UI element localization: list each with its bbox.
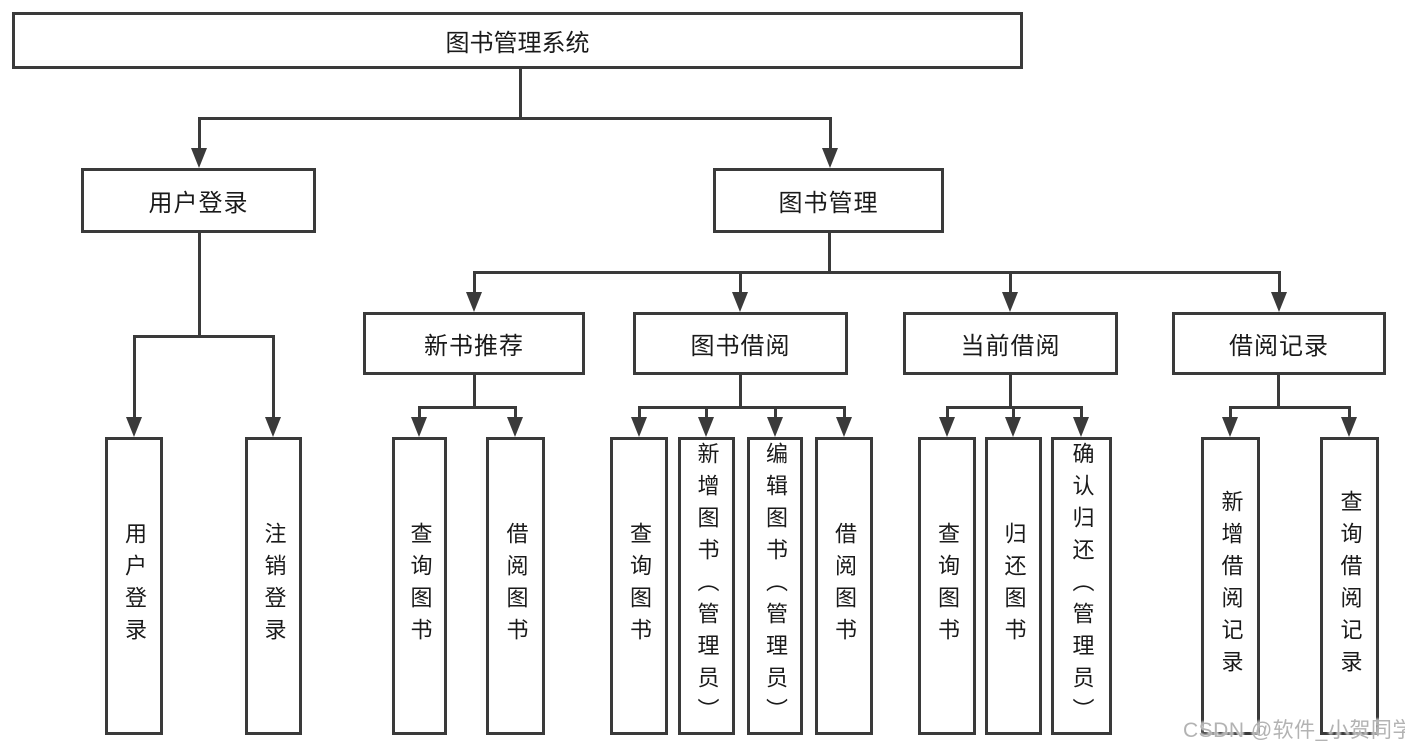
- connector-branch: [472, 270, 1281, 274]
- leaf-return-books: 归还图书: [985, 437, 1042, 735]
- leaf-borrow-books-1: 借阅图书: [486, 437, 545, 735]
- arrowhead-icon: [835, 417, 852, 437]
- connector-branch: [1229, 405, 1351, 409]
- connector-arrow-stem: [132, 336, 136, 419]
- connector-arrow-stem: [705, 407, 708, 419]
- arrowhead-icon: [630, 417, 647, 437]
- leaf-add-borrow-record: 新增借阅记录: [1201, 437, 1260, 735]
- arrowhead-icon: [265, 417, 281, 437]
- watermark-text: CSDN @软件_小贺同学: [1183, 719, 1405, 742]
- leaf-borrow-books-2: 借阅图书: [815, 437, 873, 735]
- connector-arrow-stem: [842, 407, 846, 419]
- connector-arrow-stem: [197, 118, 201, 150]
- connector-arrow-stem: [738, 272, 742, 294]
- connector-branch: [418, 405, 517, 409]
- connector-arrow-stem: [1348, 407, 1351, 419]
- leaf-label: 新增图书（管理员）: [694, 442, 720, 730]
- arrowhead-icon: [1005, 417, 1021, 437]
- connector-arrow-stem: [272, 336, 275, 419]
- connector-stem: [738, 374, 742, 409]
- leaf-query-books-2: 查询图书: [610, 437, 668, 735]
- connector-stem: [1276, 375, 1280, 409]
- arrowhead-icon: [1270, 292, 1287, 312]
- connector-arrow-stem: [773, 407, 777, 419]
- leaf-label: 查询图书: [407, 522, 433, 650]
- connector-stem: [1008, 375, 1012, 409]
- arrowhead-icon: [1222, 417, 1238, 437]
- leaf-confirm-return-admin: 确认归还（管理员）: [1051, 437, 1112, 735]
- leaf-query-books-3: 查询图书: [918, 437, 976, 735]
- leaf-label: 查询借阅记录: [1337, 490, 1363, 682]
- leaf-edit-books-admin: 编辑图书（管理员）: [747, 437, 803, 735]
- node-book-management: 图书管理: [713, 168, 944, 233]
- connector-arrow-stem: [514, 407, 517, 419]
- arrowhead-icon: [1341, 417, 1357, 437]
- connector-arrow-stem: [945, 407, 949, 419]
- leaf-query-books-1: 查询图书: [392, 437, 447, 735]
- arrowhead-icon: [731, 292, 748, 312]
- connector-stem: [827, 233, 831, 274]
- connector-stem: [472, 375, 476, 409]
- arrowhead-icon: [411, 417, 427, 437]
- connector-branch: [197, 116, 832, 120]
- node-borrow-records: 借阅记录: [1172, 312, 1386, 375]
- leaf-label: 查询图书: [627, 522, 652, 650]
- leaf-logout: 注销登录: [245, 437, 302, 735]
- connector-stem: [197, 233, 201, 338]
- arrowhead-icon: [1001, 292, 1018, 312]
- connector-arrow-stem: [828, 118, 832, 150]
- leaf-label: 注销登录: [261, 522, 287, 650]
- connector-arrow-stem: [1012, 407, 1015, 419]
- arrowhead-icon: [698, 417, 714, 437]
- connector-arrow-stem: [1277, 272, 1281, 294]
- connector-arrow-stem: [637, 407, 641, 419]
- connector-branch: [637, 405, 846, 409]
- leaf-label: 借阅图书: [832, 522, 857, 650]
- connector-arrow-stem: [1008, 272, 1012, 294]
- leaf-query-borrow-record: 查询借阅记录: [1320, 437, 1379, 735]
- leaf-label: 查询图书: [935, 522, 960, 650]
- leaf-user-login: 用户登录: [105, 437, 163, 735]
- arrowhead-icon: [125, 417, 142, 437]
- arrowhead-icon: [507, 417, 523, 437]
- connector-arrow-stem: [1080, 407, 1083, 419]
- arrowhead-icon: [821, 148, 838, 168]
- node-book-borrow: 图书借阅: [633, 312, 848, 375]
- connector-arrow-stem: [418, 407, 421, 419]
- arrowhead-icon: [465, 292, 482, 312]
- leaf-label: 用户登录: [122, 522, 147, 650]
- arrowhead-icon: [938, 417, 955, 437]
- connector-branch: [132, 334, 275, 338]
- leaf-label: 借阅图书: [503, 522, 529, 650]
- arrowhead-icon: [1073, 417, 1089, 437]
- arrowhead-icon: [190, 148, 207, 168]
- node-new-book-recommend: 新书推荐: [363, 312, 585, 375]
- leaf-label: 归还图书: [1001, 522, 1027, 650]
- arrowhead-icon: [766, 417, 783, 437]
- node-user-login: 用户登录: [81, 168, 316, 233]
- node-root-system: 图书管理系统: [12, 12, 1023, 69]
- leaf-label: 编辑图书（管理员）: [763, 442, 788, 730]
- leaf-label: 确认归还（管理员）: [1069, 442, 1095, 730]
- node-current-borrow: 当前借阅: [903, 312, 1118, 375]
- leaf-label: 新增借阅记录: [1218, 490, 1244, 682]
- connector-arrow-stem: [1229, 407, 1232, 419]
- leaf-add-books-admin: 新增图书（管理员）: [678, 437, 735, 735]
- connector-arrow-stem: [472, 272, 476, 294]
- connector-stem: [518, 66, 522, 120]
